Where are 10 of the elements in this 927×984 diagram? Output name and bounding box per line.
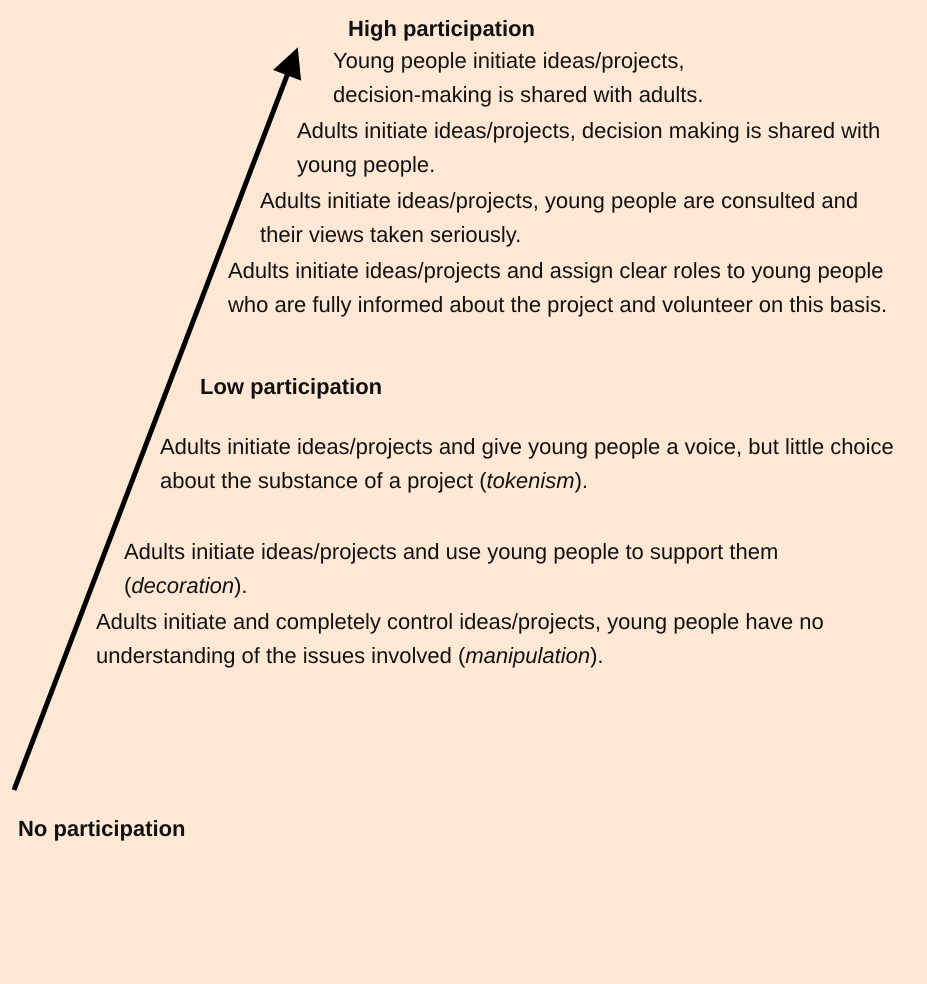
heading: No participation <box>18 815 186 843</box>
heading: Low participation <box>200 373 382 401</box>
level-description: Adults initiate ideas/projects, decision making is shared with young people. <box>297 117 882 179</box>
level-description: Young people initiate ideas/projects, decision-making is shared with adults. <box>333 47 705 109</box>
heading: High participation <box>348 15 535 43</box>
level-description: Adults initiate ideas/projects and use young people to support them (decoration). <box>124 538 780 600</box>
level-description: Adults initiate ideas/projects and give young people a voice, but little choice about the substance of a project (tokenism). <box>160 433 895 495</box>
level-description: Adults initiate and completely control ideas/projects, young people have no understanding of the issues involved (manipulation). <box>96 608 825 670</box>
level-description: Adults initiate ideas/projects and assign clear roles to young people who are fully informed about the project and volunteer on this basis. <box>228 257 888 319</box>
level-description: Adults initiate ideas/projects, young people are consulted and their views taken seriously. <box>260 187 860 249</box>
